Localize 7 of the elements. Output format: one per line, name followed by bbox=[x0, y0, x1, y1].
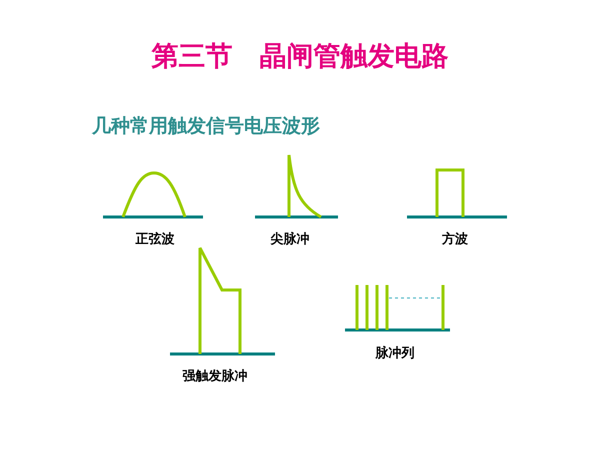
subtitle: 几种常用触发信号电压波形 bbox=[92, 114, 320, 139]
waveform-label: 强触发脉冲 bbox=[182, 368, 248, 385]
waveform-label: 尖脉冲 bbox=[270, 230, 310, 248]
waveform-label: 正弦波 bbox=[136, 231, 174, 248]
waveform-label: 脉冲列 bbox=[376, 344, 414, 362]
title: 第三节 晶闸管触发电路 bbox=[150, 40, 450, 74]
waveform-label: 方波 bbox=[442, 230, 468, 248]
